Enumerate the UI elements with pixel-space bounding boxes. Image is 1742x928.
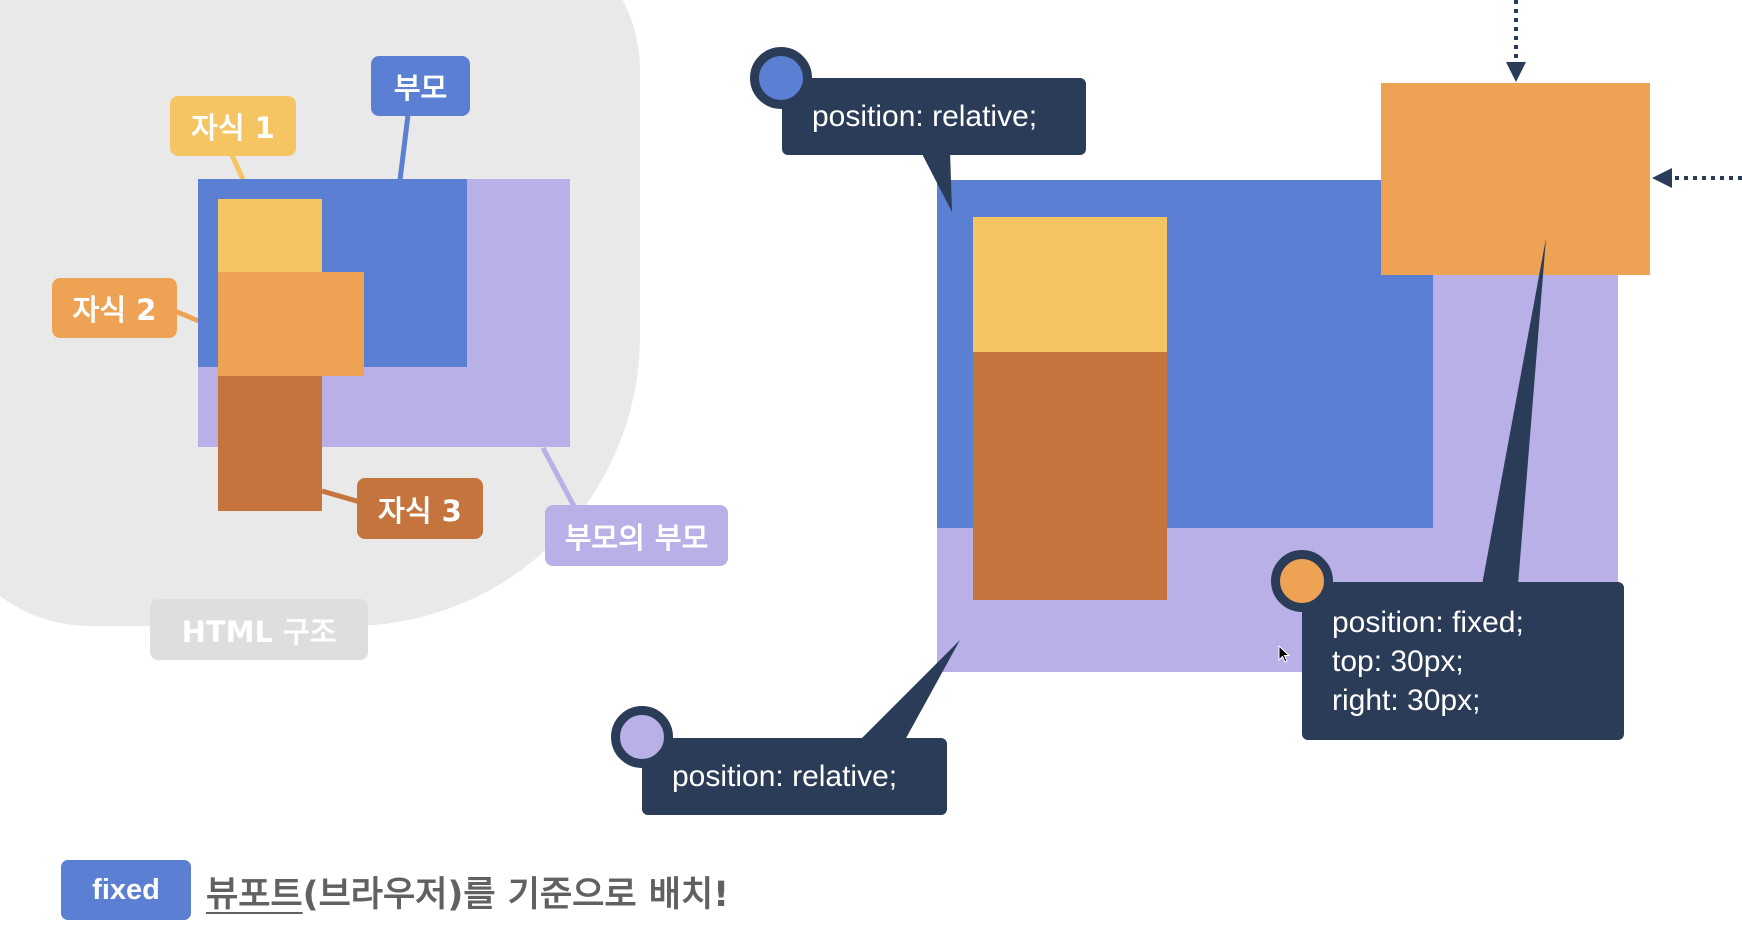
fixed-child-area [1381, 83, 1650, 275]
parent-label: 부모 [371, 56, 470, 116]
child2-box [218, 272, 364, 376]
child1-box [218, 199, 322, 272]
child2-label: 자식 2 [52, 278, 177, 338]
html-structure-title: HTML 구조 [150, 599, 368, 660]
child3-connector [321, 488, 361, 505]
grandparent-callout-pointer [860, 640, 960, 740]
fixed-marker-dot [1271, 550, 1333, 612]
fixed-code-line-3: right: 30px; [1332, 683, 1481, 717]
parent-callout-pointer [920, 150, 952, 212]
caption-rest: (브라우저)를 기준으로 배치! [302, 875, 730, 915]
fixed-badge: fixed [61, 860, 191, 920]
child3-area [973, 352, 1167, 600]
grandparent-label: 부모의 부모 [545, 505, 728, 566]
child3-label: 자식 3 [357, 478, 483, 539]
grandparent-connector [540, 446, 578, 510]
grandparent-marker-dot [611, 706, 673, 768]
parent-connector [397, 114, 411, 181]
child1-label: 자식 1 [170, 96, 296, 156]
fixed-code-line-2: top: 30px; [1332, 644, 1464, 678]
fixed-position-code: position: fixed; top: 30px; right: 30px; [1302, 582, 1624, 740]
caption-viewport-word: 뷰포트 [206, 875, 303, 915]
parent-position-code: position: relative; [782, 78, 1086, 155]
footer-caption: 뷰포트(브라우저)를 기준으로 배치! [206, 866, 729, 917]
mouse-cursor-icon [1278, 645, 1291, 663]
child1-area [973, 217, 1167, 352]
grandparent-position-code: position: relative; [642, 738, 947, 815]
child3-box [218, 376, 322, 511]
fixed-callout-pointer [1482, 238, 1546, 585]
parent-marker-dot [750, 47, 812, 109]
fixed-code-line-1: position: fixed; [1332, 605, 1524, 639]
